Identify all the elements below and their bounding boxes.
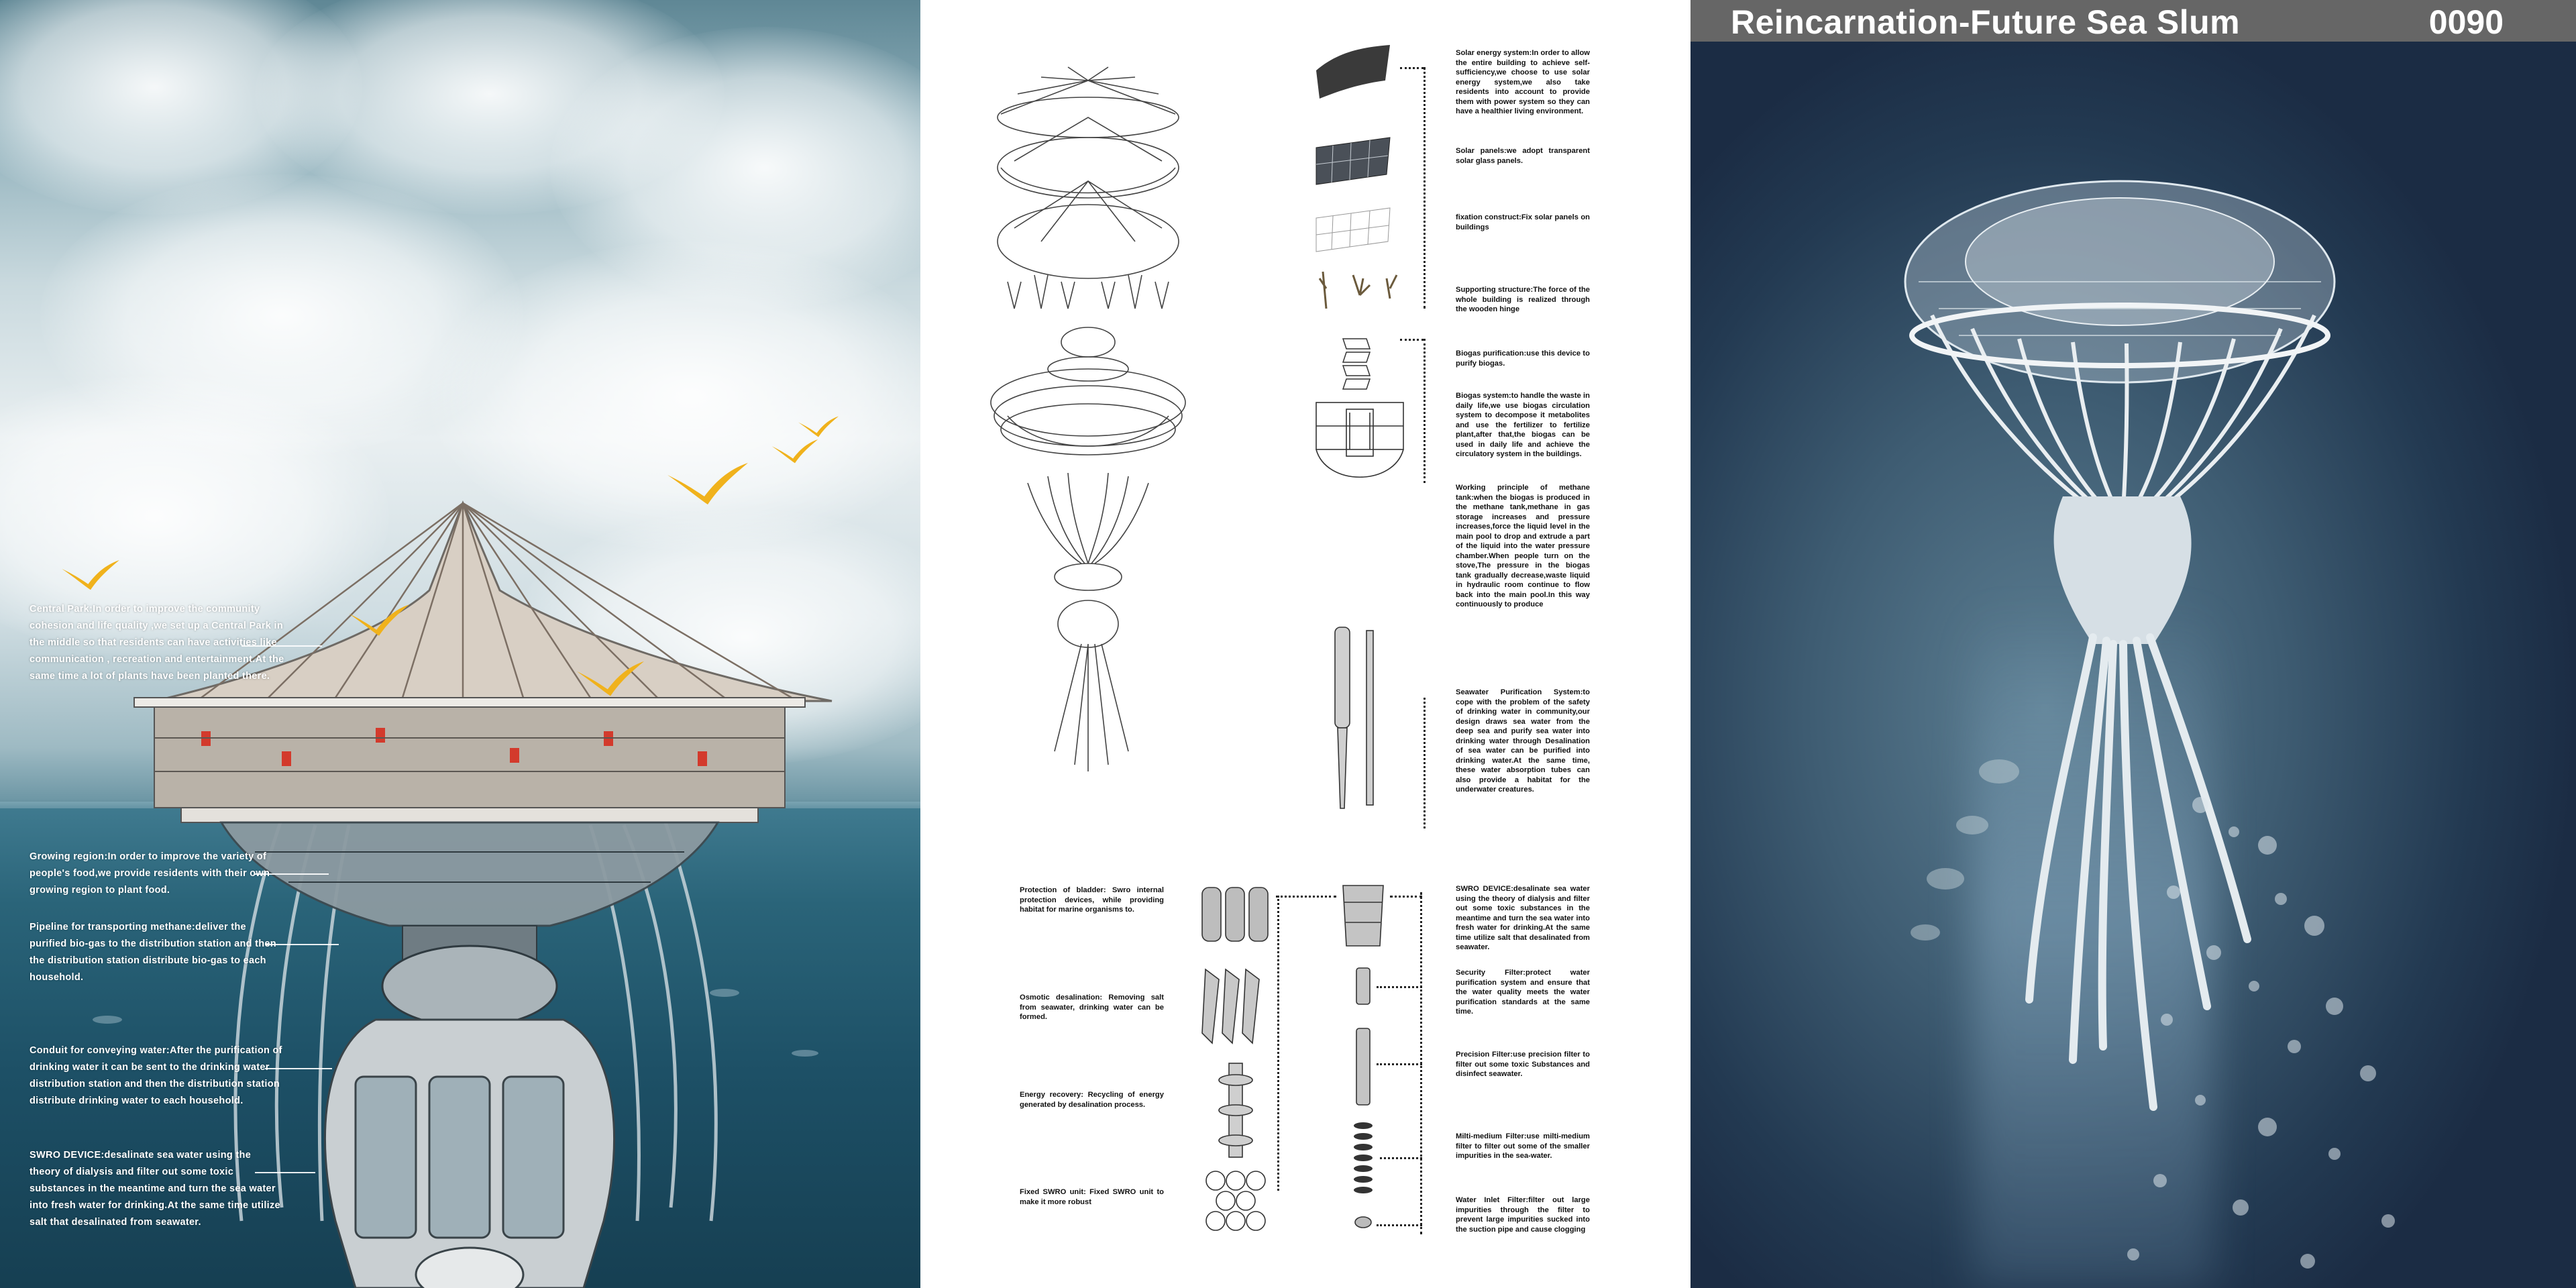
solar-panel-icon xyxy=(1316,137,1391,185)
fixed-swro-unit-icon xyxy=(1205,1171,1266,1231)
note-water-inlet-filter: Water Inlet Filter:filter out large impu… xyxy=(1456,1196,1590,1234)
connector-line xyxy=(1424,339,1426,483)
note-solar-panels: Solar panels:we adopt transparent solar … xyxy=(1456,147,1590,165)
right-render-panel: Reincarnation-Future Sea Slum 0090 xyxy=(1690,0,2576,1288)
note-osmotic-desalination: Osmotic desalination: Removing salt from… xyxy=(1020,994,1164,1021)
biogas-purifier-icon xyxy=(1342,338,1371,390)
solar-roof-layer-icon xyxy=(1316,45,1390,99)
note-fixation: fixation construct:Fix solar panels on b… xyxy=(1456,213,1590,231)
leader-line xyxy=(265,1068,332,1069)
leader-line xyxy=(255,1172,315,1173)
note-water-conduit: Conduit for conveying water:After the pu… xyxy=(30,1045,282,1106)
bird-icon xyxy=(62,560,119,590)
note-multi-medium-filter: Milti-medium Filter:use milti-medium fil… xyxy=(1456,1132,1590,1160)
water-inlet-filter-icon xyxy=(1354,1216,1372,1228)
entry-code: 0090 xyxy=(2428,3,2504,41)
note-methane-tank: Working principle of methane tank:when t… xyxy=(1456,484,1590,608)
bird-icon xyxy=(577,661,644,696)
bird-icon xyxy=(349,604,409,636)
connector-line xyxy=(1277,896,1279,1191)
energy-recovery-icon xyxy=(1218,1063,1253,1158)
precision-filter-icon xyxy=(1356,1028,1371,1106)
swro-bladder-icon xyxy=(1201,887,1269,942)
left-render-panel: Central Park:In order to improve the com… xyxy=(0,0,920,1288)
security-filter-icon xyxy=(1356,967,1371,1005)
title-bar: Reincarnation-Future Sea Slum 0090 xyxy=(1690,0,2576,42)
leader-line xyxy=(255,873,329,875)
building-section-illustration xyxy=(93,500,833,1288)
leader-line xyxy=(265,944,339,945)
note-swro-device: SWRO DEVICE:desalinate sea water using t… xyxy=(30,1150,280,1228)
cloud xyxy=(429,241,920,550)
note-supporting-structure: Supporting structure:The force of the wh… xyxy=(1456,286,1590,313)
note-precision-filter: Precision Filter:use precision filter to… xyxy=(1456,1051,1590,1078)
note-growing-region: Growing region:In order to improve the v… xyxy=(30,851,270,896)
fixation-grid-icon xyxy=(1316,207,1391,252)
note-bladder-protection: Protection of bladder: Swro internal pro… xyxy=(1020,886,1164,914)
exploded-axonometric-drawing xyxy=(990,66,1186,771)
swro-device-icon xyxy=(1342,885,1384,947)
floating-structure-illustration xyxy=(1904,180,2395,1269)
connector-line xyxy=(1377,1224,1422,1226)
connector-line xyxy=(1390,896,1422,898)
connector-line xyxy=(1377,1063,1422,1065)
wooden-hinge-icon xyxy=(1318,271,1398,309)
bird-icon xyxy=(798,416,839,437)
note-energy-recovery: Energy recovery: Recycling of energy gen… xyxy=(1020,1091,1164,1109)
note-central-park: Central Park:In order to improve the com… xyxy=(30,604,284,682)
note-methane-pipeline: Pipeline for transporting methane:delive… xyxy=(30,922,276,983)
note-fixed-swro-unit: Fixed SWRO unit: Fixed SWRO unit to make… xyxy=(1020,1188,1164,1206)
note-security-filter: Security Filter:protect water purificati… xyxy=(1456,969,1590,1016)
connector-line xyxy=(1400,67,1424,69)
connector-line xyxy=(1380,1157,1422,1159)
bird-icon xyxy=(667,463,748,504)
connector-line xyxy=(1424,67,1426,309)
note-seawater-purification: Seawater Purification System:to cope wit… xyxy=(1456,688,1590,794)
seawater-pipe-icon xyxy=(1334,627,1374,809)
light-beam xyxy=(1972,604,2214,1288)
note-solar-system: Solar energy system:In order to allow th… xyxy=(1456,49,1590,115)
middle-diagram-panel: Solar energy system:In order to allow th… xyxy=(920,0,1690,1288)
multi-medium-filter-icon xyxy=(1354,1122,1373,1193)
methane-tank-section-icon xyxy=(1316,402,1404,478)
bird-icon xyxy=(771,439,818,464)
cloud xyxy=(0,376,389,657)
note-biogas-system: Biogas system:to handle the waste in dai… xyxy=(1456,392,1590,458)
connector-line xyxy=(1377,986,1422,988)
connector-line xyxy=(1400,339,1424,341)
page-title: Reincarnation-Future Sea Slum xyxy=(1731,3,2241,41)
leader-line xyxy=(241,645,322,647)
note-biogas-purification: Biogas purification:use this device to p… xyxy=(1456,350,1590,368)
connector-line xyxy=(1424,698,1426,828)
note-swro-device: SWRO DEVICE:desalinate sea water using t… xyxy=(1456,885,1590,951)
connector-line xyxy=(1276,896,1336,898)
osmotic-membrane-icon xyxy=(1201,968,1260,1044)
